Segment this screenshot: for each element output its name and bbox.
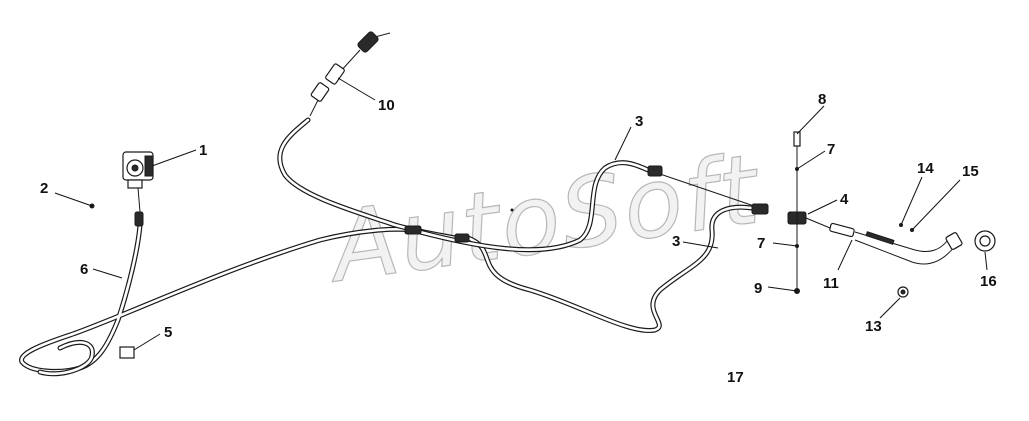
clamp-part <box>897 286 909 298</box>
callout-2: 2 <box>40 180 48 197</box>
tee-coupler <box>647 131 831 294</box>
hose-3-upper <box>417 160 761 253</box>
callout-10: 10 <box>378 97 395 114</box>
hose-left-loop <box>19 222 413 377</box>
filler-pipe <box>829 222 963 265</box>
callout-9: 9 <box>754 280 762 297</box>
callout-6: 6 <box>80 261 88 278</box>
connector-10 <box>309 31 391 117</box>
callout-14: 14 <box>917 160 934 177</box>
callout-labels: 1 2 3 3 4 5 6 7 7 8 9 10 11 13 14 15 16 … <box>40 91 997 386</box>
callout-3-lower: 3 <box>672 233 680 250</box>
callout-15: 15 <box>962 163 979 180</box>
center-couplers <box>404 208 514 243</box>
hose-lower-route <box>465 204 755 334</box>
callout-7-lower: 7 <box>757 235 765 252</box>
watermark-text: AutoSoft <box>319 133 768 305</box>
camera-part <box>122 151 154 227</box>
callout-4: 4 <box>840 191 849 208</box>
callout-1: 1 <box>199 142 207 159</box>
callout-16: 16 <box>980 273 997 290</box>
callout-17: 17 <box>727 369 744 386</box>
callout-8: 8 <box>818 91 826 108</box>
callout-13: 13 <box>865 318 882 335</box>
callout-5: 5 <box>164 324 172 341</box>
callout-7-upper: 7 <box>827 141 835 158</box>
cap-part <box>974 230 996 252</box>
callout-3-upper: 3 <box>635 113 643 130</box>
leader-lines <box>54 77 988 351</box>
block-part <box>119 346 135 359</box>
callout-11: 11 <box>823 275 839 292</box>
